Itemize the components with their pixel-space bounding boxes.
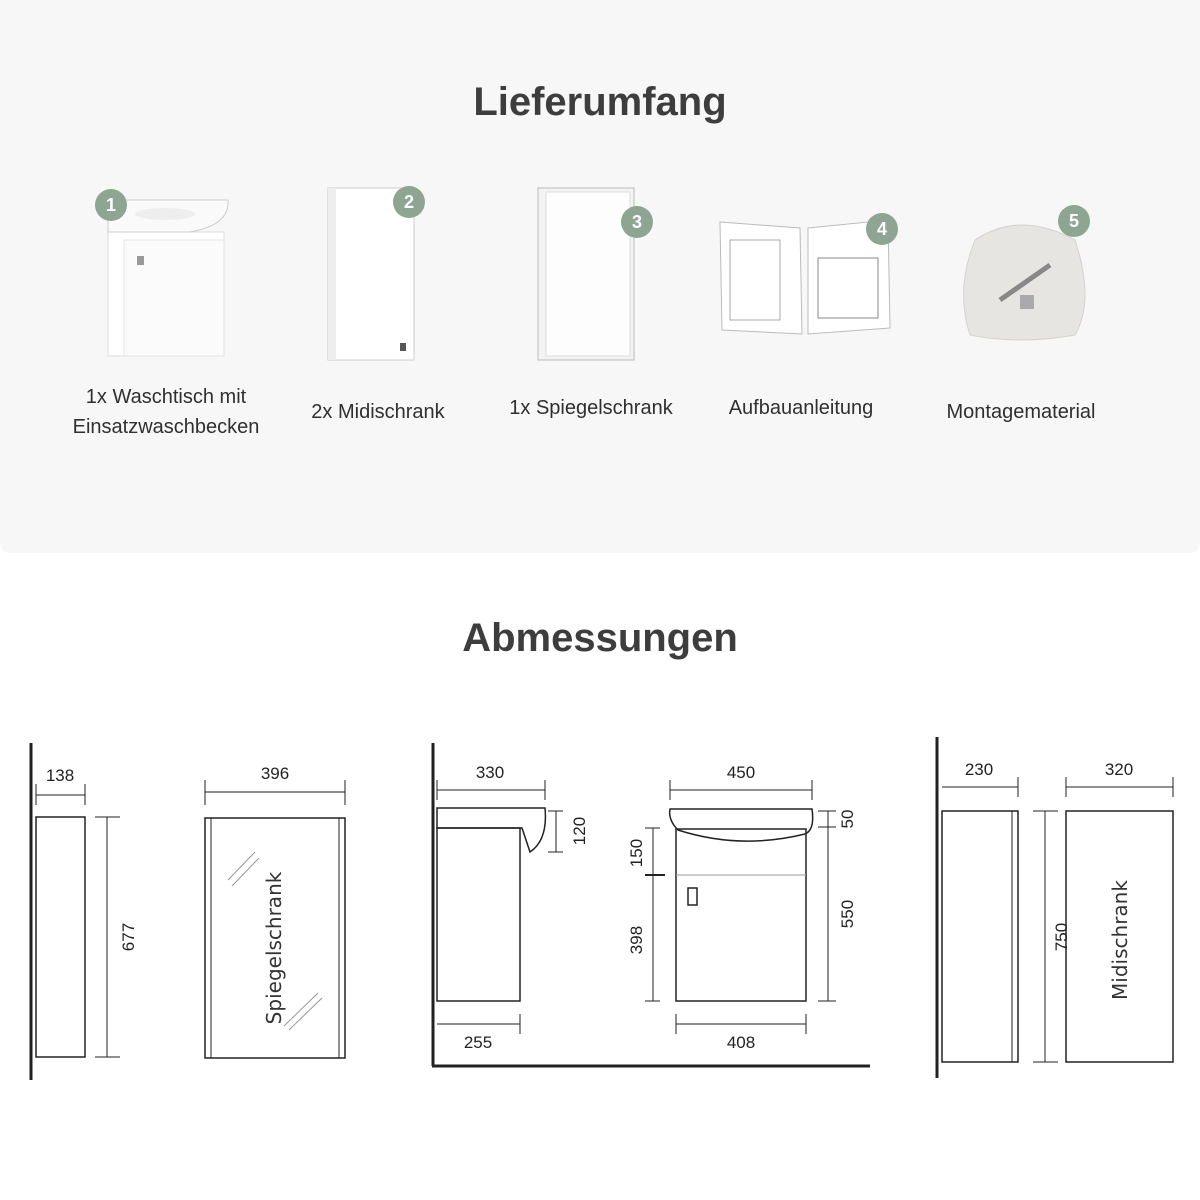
item-label-midi: 2x Midischrank [311, 401, 445, 423]
mirror-cabinet-image [537, 187, 635, 361]
item-number-badge: 4 [866, 213, 898, 245]
midi-height-value: 750 [1052, 923, 1071, 951]
item-number-badge: 3 [621, 206, 653, 238]
washstand-image [107, 199, 229, 357]
item-label-mounting: Montagematerial [946, 401, 1096, 423]
mirror-height-value: 677 [119, 923, 138, 951]
item-label-line: 1x Waschtisch mit [85, 386, 247, 408]
washstand-width-top-value: 450 [727, 763, 755, 782]
washstand-width-bottom-value: 408 [727, 1033, 755, 1052]
lower-height-value: 398 [627, 926, 646, 954]
manual-image [719, 219, 891, 335]
washstand-depth-bottom-value: 255 [464, 1033, 492, 1052]
item-label-mirror: 1x Spiegelschrank [509, 397, 673, 419]
dimensions-title: Abmessungen [462, 616, 738, 660]
item-number-badge: 1 [95, 189, 127, 221]
item-label-line: Einsatzwaschbecken [72, 416, 260, 438]
basin-height-value: 120 [570, 817, 589, 845]
midi-depth-value: 230 [965, 760, 993, 779]
upper-height-value: 150 [627, 839, 646, 867]
item-label-washstand: 1x Waschtisch mit Einsatzwaschbecken [46, 382, 286, 442]
product-illustrations [107, 187, 1086, 361]
midi-width-value: 320 [1105, 760, 1133, 779]
mirror-cabinet-label: Spiegelschrank [262, 871, 286, 1024]
mirror-depth-value: 138 [46, 766, 74, 785]
midi-cabinet-label: Midischrank [1108, 880, 1132, 1000]
delivery-title: Lieferumfang [473, 80, 727, 124]
item-label-manual: Aufbauanleitung [728, 397, 874, 419]
midi-cabinet-image [327, 187, 415, 361]
washstand-depth-top-value: 330 [476, 763, 504, 782]
item-number-badge: 2 [393, 186, 425, 218]
mounting-material-image [963, 224, 1086, 341]
rim-value: 50 [838, 810, 857, 829]
item-number-badge: 5 [1058, 205, 1090, 237]
cabinet-height-value: 550 [838, 900, 857, 928]
mirror-width-value: 396 [261, 764, 289, 783]
